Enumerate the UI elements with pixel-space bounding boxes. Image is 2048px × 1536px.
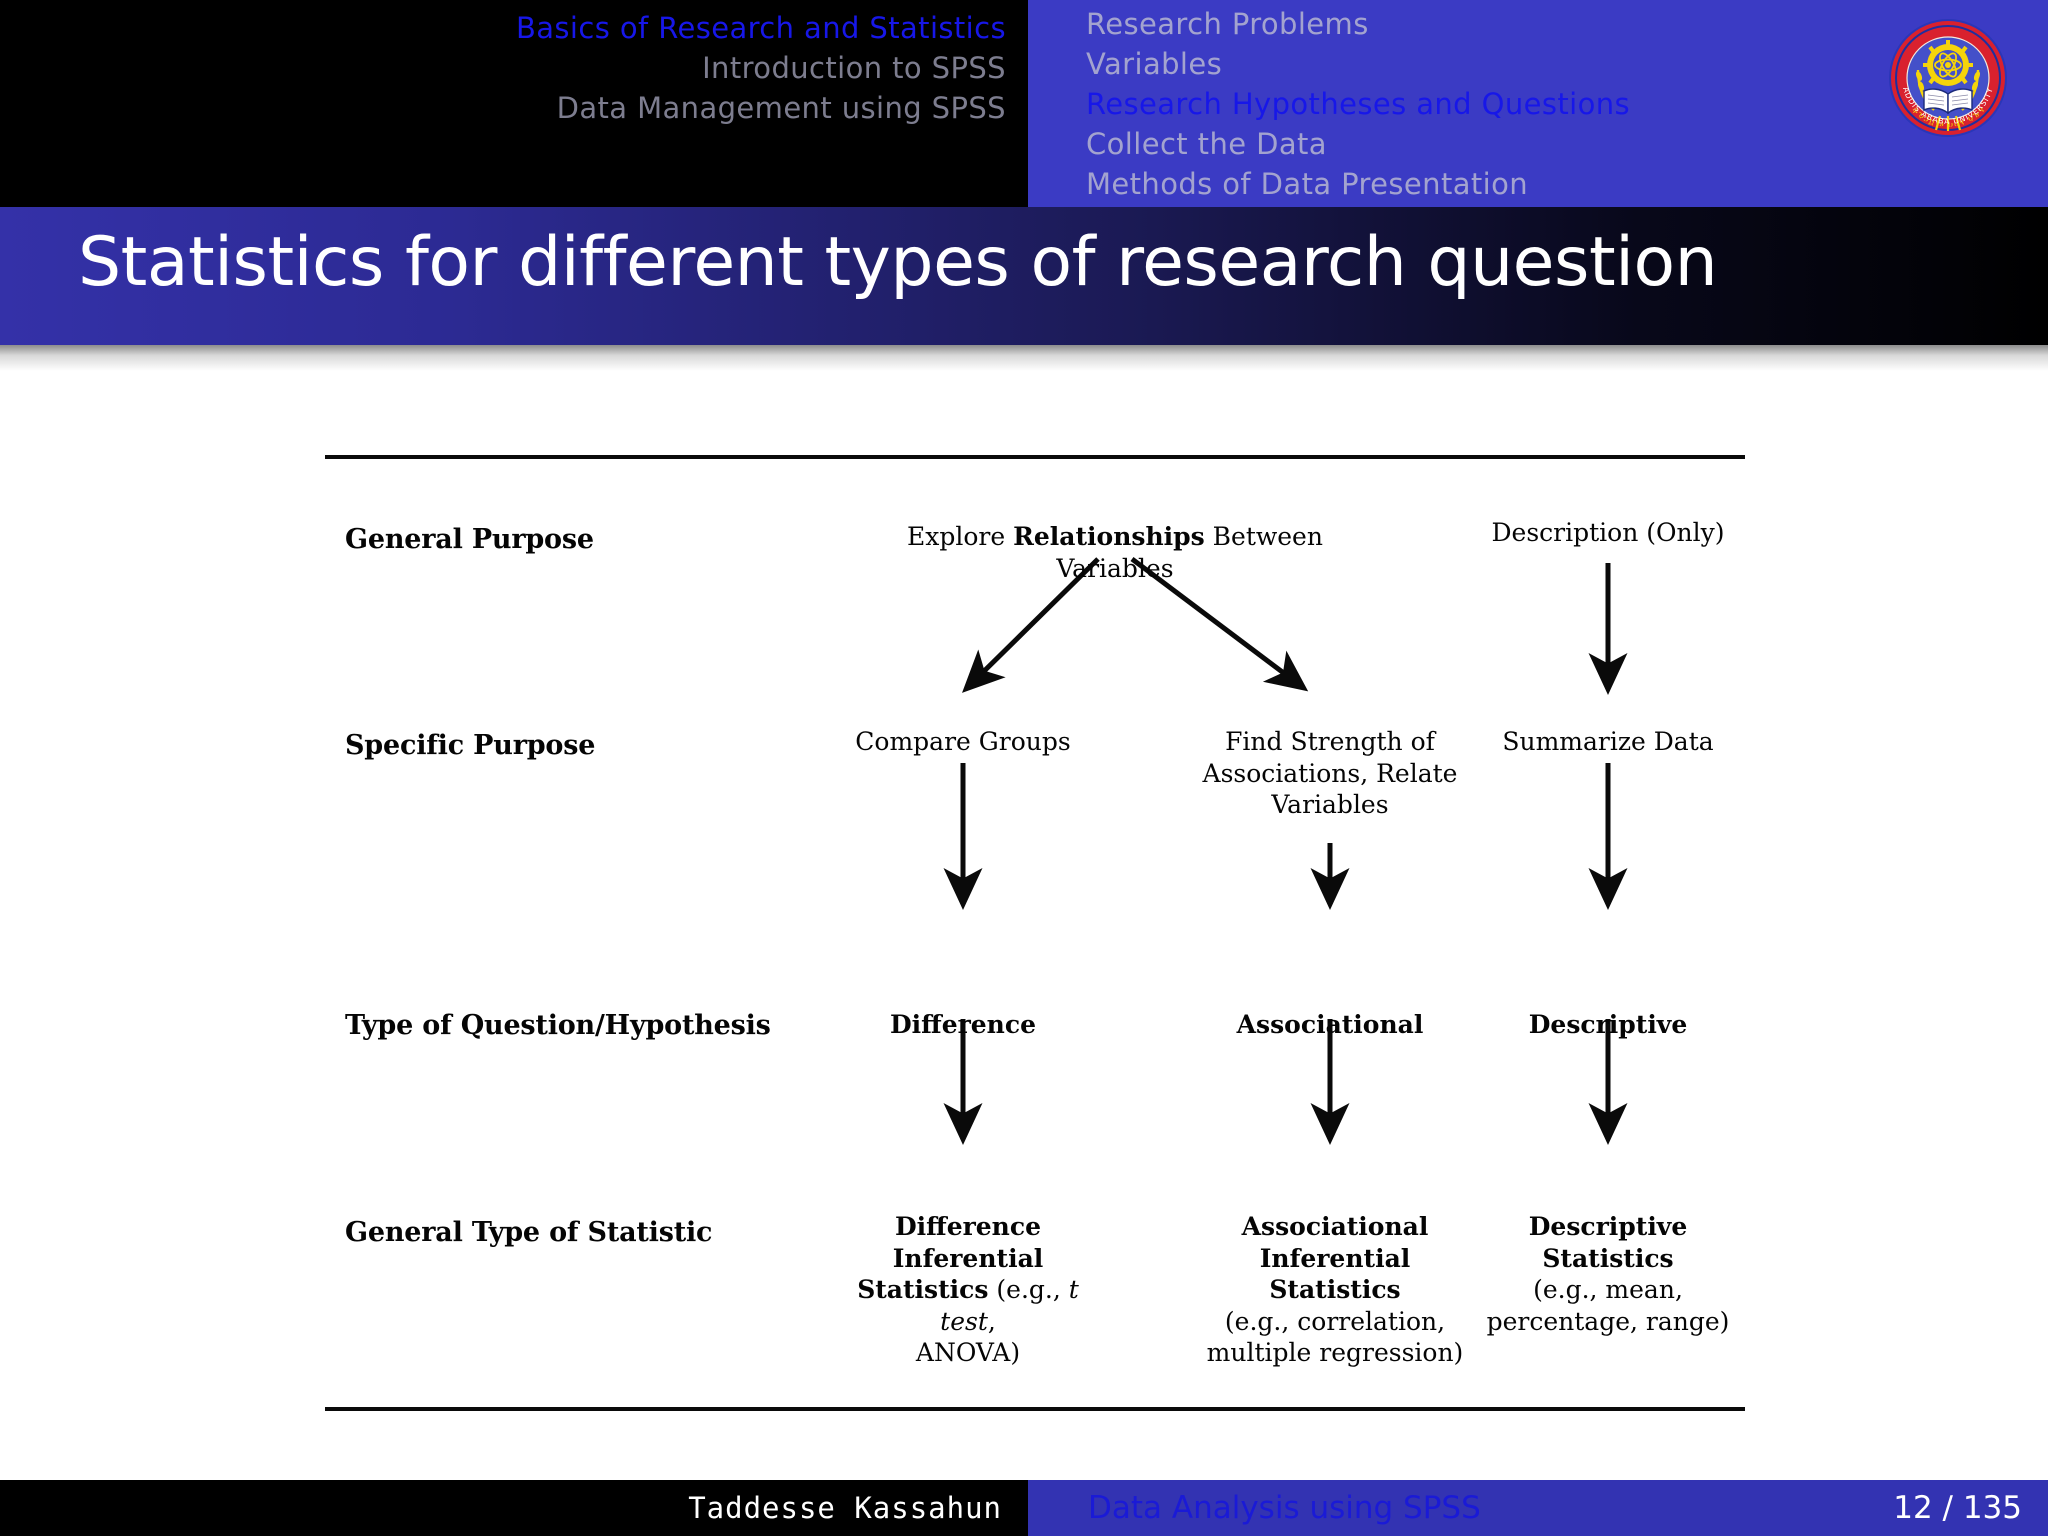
find-strength-line2: Associations, Relate <box>1202 758 1458 788</box>
explore-bold: Relationships <box>1013 522 1205 551</box>
cell-associational: Associational <box>1236 1010 1424 1039</box>
row-label-general-type-of-statistic: General Type of Statistic <box>345 1217 713 1248</box>
nav-item-collect-the-data[interactable]: Collect the Data <box>1086 127 1327 161</box>
header-nav-left: Basics of Research and Statistics Introd… <box>0 0 1028 207</box>
assoc-stat-line2: Inferential Statistics <box>1259 1243 1411 1305</box>
diagram-rule-bottom <box>325 1407 1745 1411</box>
desc-stat-line3: percentage, range) <box>1486 1306 1730 1336</box>
assoc-stat-line3: (e.g., correlation, <box>1224 1306 1446 1336</box>
nav-item-research-hypotheses-and-questions[interactable]: Research Hypotheses and Questions <box>1086 87 1631 121</box>
nav-item-research-problems[interactable]: Research Problems <box>1086 7 1369 41</box>
nav-item-introduction-to-spss[interactable]: Introduction to SPSS <box>702 51 1006 85</box>
header-nav-right: Research Problems Variables Research Hyp… <box>1028 0 2048 207</box>
slide-header: Basics of Research and Statistics Introd… <box>0 0 2048 207</box>
footer-subject[interactable]: Data Analysis using SPSS <box>1088 1490 1481 1526</box>
title-bar-shadow <box>0 345 2048 371</box>
page-title: Statistics for different types of resear… <box>78 223 1718 302</box>
diff-stat-anova: ANOVA) <box>915 1338 1021 1367</box>
slide-footer: Taddesse Kassahun Data Analysis using SP… <box>0 1480 2048 1536</box>
explore-pre: Explore <box>907 522 1014 551</box>
cell-explore-relationships: Explore Relationships Between Variables <box>855 521 1375 584</box>
assoc-stat-line4: multiple regression) <box>1206 1338 1464 1367</box>
cell-descriptive-statistics: Descriptive Statistics(e.g., mean,percen… <box>1468 1211 1748 1337</box>
diagram-canvas: General Purpose Explore Relationships Be… <box>0 371 2048 1480</box>
row-label-general-purpose: General Purpose <box>345 524 594 555</box>
find-strength-line1: Find Strength of <box>1225 727 1435 756</box>
addis-ababa-university-seal-icon: አዲስ አበባ ዩኒቨርሲቲ ADDIS ABABA UNIVERSITY <box>1889 19 2007 137</box>
desc-stat-line1: Descriptive Statistics <box>1528 1212 1688 1273</box>
diff-stat-t-test: t test <box>940 1275 1079 1336</box>
explore-post: Between Variables <box>1056 522 1323 583</box>
cell-difference: Difference <box>890 1010 1036 1039</box>
footer-left-panel: Taddesse Kassahun <box>0 1480 1028 1536</box>
nav-item-basics-of-research[interactable]: Basics of Research and Statistics <box>515 11 1006 45</box>
footer-right-panel: Data Analysis using SPSS 12 / 135 <box>1028 1480 2048 1536</box>
row-label-specific-purpose: Specific Purpose <box>345 730 596 761</box>
row-label-type-of-question: Type of Question/Hypothesis <box>345 1010 771 1041</box>
cell-description-only: Description (Only) <box>1491 518 1725 547</box>
university-logo: አዲስ አበባ ዩኒቨርሲቲ ADDIS ABABA UNIVERSITY <box>1888 18 2008 138</box>
diff-stat-line1: Difference Inferential <box>892 1212 1044 1273</box>
nav-item-data-management-using-spss[interactable]: Data Management using SPSS <box>556 91 1006 125</box>
find-strength-line3: Variables <box>1271 790 1389 819</box>
footer-page-number: 12 / 135 <box>1893 1490 2022 1526</box>
diff-stat-line2-bold: Statistics <box>857 1275 989 1304</box>
diff-stat-eg-open: (e.g., <box>996 1275 1069 1304</box>
slide-title-bar: Statistics for different types of resear… <box>0 207 2048 345</box>
assoc-stat-line1: Associational <box>1241 1212 1429 1241</box>
footer-author: Taddesse Kassahun <box>688 1491 1002 1525</box>
diff-stat-comma: , <box>987 1306 996 1336</box>
diagram-rule-top <box>325 455 1745 459</box>
nav-item-methods-of-data-presentation[interactable]: Methods of Data Presentation <box>1086 167 1529 201</box>
desc-stat-line2: (e.g., mean, <box>1533 1275 1683 1304</box>
cell-descriptive: Descriptive <box>1528 1010 1688 1039</box>
cell-summarize-data: Summarize Data <box>1502 727 1714 756</box>
nav-item-variables[interactable]: Variables <box>1086 47 1223 81</box>
cell-compare-groups: Compare Groups <box>855 727 1071 756</box>
